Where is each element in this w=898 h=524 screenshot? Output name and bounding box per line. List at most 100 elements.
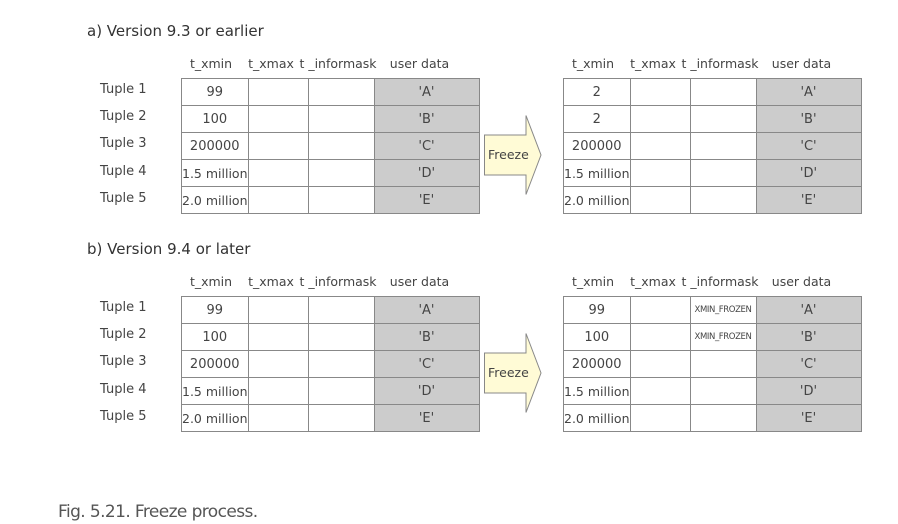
tuple-label: Tuple 4 xyxy=(100,382,147,397)
cell-user-data: 'B' xyxy=(755,105,862,133)
cell-t-xmin: 200000 xyxy=(563,350,631,378)
cell-user-data: 'B' xyxy=(373,105,480,133)
table-row: 2.0 million 'E' xyxy=(181,186,480,214)
cell-user-data: 'A' xyxy=(755,296,862,324)
tuple-label: Tuple 2 xyxy=(100,327,147,342)
cell-t-xmin: 99 xyxy=(181,78,249,106)
col-header-user-data: user data xyxy=(771,274,832,289)
cell-t-xmin: 99 xyxy=(563,296,631,324)
col-header-t-xmin: t_xmin xyxy=(571,56,615,71)
cell-user-data: 'B' xyxy=(373,323,480,351)
tuple-label: Tuple 1 xyxy=(100,82,147,97)
cell-t-xmax xyxy=(629,132,691,160)
freeze-arrow-icon xyxy=(484,115,542,195)
cell-t-xmin: 2 xyxy=(563,105,631,133)
cell-t-xmin: 1.5 million xyxy=(181,377,249,405)
table-row: 200000 'C' xyxy=(563,350,862,378)
cell-t-xmin: 2.0 million xyxy=(181,404,249,432)
table-row: 100 'B' xyxy=(181,323,480,351)
table-row: 1.5 million 'D' xyxy=(181,159,480,187)
cell-t-xmax xyxy=(629,78,691,106)
cell-t-xmax xyxy=(629,350,691,378)
col-header-t-xmax: t_xmax xyxy=(630,274,676,289)
cell-t-xmax xyxy=(629,159,691,187)
col-header-t-xmax: t_xmax xyxy=(630,56,676,71)
cell-t-xmax xyxy=(247,323,309,351)
cell-t-xmax xyxy=(629,296,691,324)
cell-t-xmax xyxy=(629,377,691,405)
cell-user-data: 'C' xyxy=(373,350,480,378)
col-header-user-data: user data xyxy=(389,56,450,71)
cell-t-informask xyxy=(307,377,375,405)
tuple-table-before: 99 'A' 100 'B' 200000 'C' 1.5 million 'D… xyxy=(181,296,480,432)
col-header-t-informask: t _informask xyxy=(299,56,377,71)
cell-t-informask xyxy=(307,296,375,324)
cell-t-informask xyxy=(307,404,375,432)
cell-user-data: 'E' xyxy=(373,186,480,214)
table-row: 200000 'C' xyxy=(563,132,862,160)
col-header-t-xmin: t_xmin xyxy=(571,274,615,289)
cell-t-xmax xyxy=(247,78,309,106)
cell-t-xmin: 1.5 million xyxy=(563,377,631,405)
cell-t-xmax xyxy=(247,350,309,378)
cell-t-xmin: 200000 xyxy=(181,350,249,378)
tuple-table-before: 99 'A' 100 'B' 200000 'C' 1.5 million 'D… xyxy=(181,78,480,214)
cell-t-informask xyxy=(689,159,757,187)
freeze-arrow-icon xyxy=(484,333,542,413)
section-b-title: b) Version 9.4 or later xyxy=(87,240,251,258)
cell-t-xmin: 99 xyxy=(181,296,249,324)
col-header-t-informask: t _informask xyxy=(681,274,759,289)
figure-caption: Fig. 5.21. Freeze process. xyxy=(58,502,258,522)
cell-user-data: 'A' xyxy=(373,296,480,324)
cell-user-data: 'E' xyxy=(373,404,480,432)
cell-t-xmin: 2.0 million xyxy=(563,186,631,214)
cell-user-data: 'E' xyxy=(755,186,862,214)
cell-user-data: 'A' xyxy=(755,78,862,106)
cell-t-informask xyxy=(307,132,375,160)
cell-t-xmin: 2 xyxy=(563,78,631,106)
col-header-t-xmax: t_xmax xyxy=(248,274,294,289)
cell-t-informask xyxy=(689,377,757,405)
cell-t-informask xyxy=(307,105,375,133)
cell-t-xmax xyxy=(629,323,691,351)
cell-user-data: 'C' xyxy=(755,132,862,160)
table-row: 2 'A' xyxy=(563,78,862,106)
cell-t-informask xyxy=(307,159,375,187)
col-header-user-data: user data xyxy=(389,274,450,289)
table-row: 2.0 million 'E' xyxy=(563,186,862,214)
freeze-arrow-label: Freeze xyxy=(488,147,529,162)
table-row: 99 'A' xyxy=(181,78,480,106)
table-row: 1.5 million 'D' xyxy=(181,377,480,405)
table-row: 100 'B' xyxy=(181,105,480,133)
table-row: 1.5 million 'D' xyxy=(563,159,862,187)
col-header-t-xmin: t_xmin xyxy=(189,56,233,71)
table-row: 2.0 million 'E' xyxy=(181,404,480,432)
cell-user-data: 'A' xyxy=(373,78,480,106)
cell-t-xmin: 1.5 million xyxy=(563,159,631,187)
table-row: 2.0 million 'E' xyxy=(563,404,862,432)
table-row: 200000 'C' xyxy=(181,350,480,378)
tuple-label: Tuple 3 xyxy=(100,136,147,151)
tuple-table-after: 2 'A' 2 'B' 200000 'C' 1.5 million 'D' 2… xyxy=(563,78,862,214)
cell-user-data: 'E' xyxy=(755,404,862,432)
section-a-title: a) Version 9.3 or earlier xyxy=(87,22,264,40)
tuple-label: Tuple 5 xyxy=(100,191,147,206)
table-row: 1.5 million 'D' xyxy=(563,377,862,405)
cell-t-xmax xyxy=(247,404,309,432)
tuple-label: Tuple 3 xyxy=(100,354,147,369)
cell-user-data: 'C' xyxy=(755,350,862,378)
cell-t-informask xyxy=(307,323,375,351)
cell-t-xmin: 100 xyxy=(181,323,249,351)
table-row: 2 'B' xyxy=(563,105,862,133)
cell-t-xmax xyxy=(247,105,309,133)
cell-t-informask xyxy=(307,350,375,378)
cell-user-data: 'D' xyxy=(755,159,862,187)
cell-t-xmin: 100 xyxy=(563,323,631,351)
tuple-label: Tuple 1 xyxy=(100,300,147,315)
cell-t-xmin: 200000 xyxy=(181,132,249,160)
table-row: 100 XMIN_FROZEN 'B' xyxy=(563,323,862,351)
cell-t-xmax xyxy=(247,377,309,405)
cell-t-xmin: 100 xyxy=(181,105,249,133)
cell-user-data: 'D' xyxy=(373,159,480,187)
cell-user-data: 'D' xyxy=(373,377,480,405)
